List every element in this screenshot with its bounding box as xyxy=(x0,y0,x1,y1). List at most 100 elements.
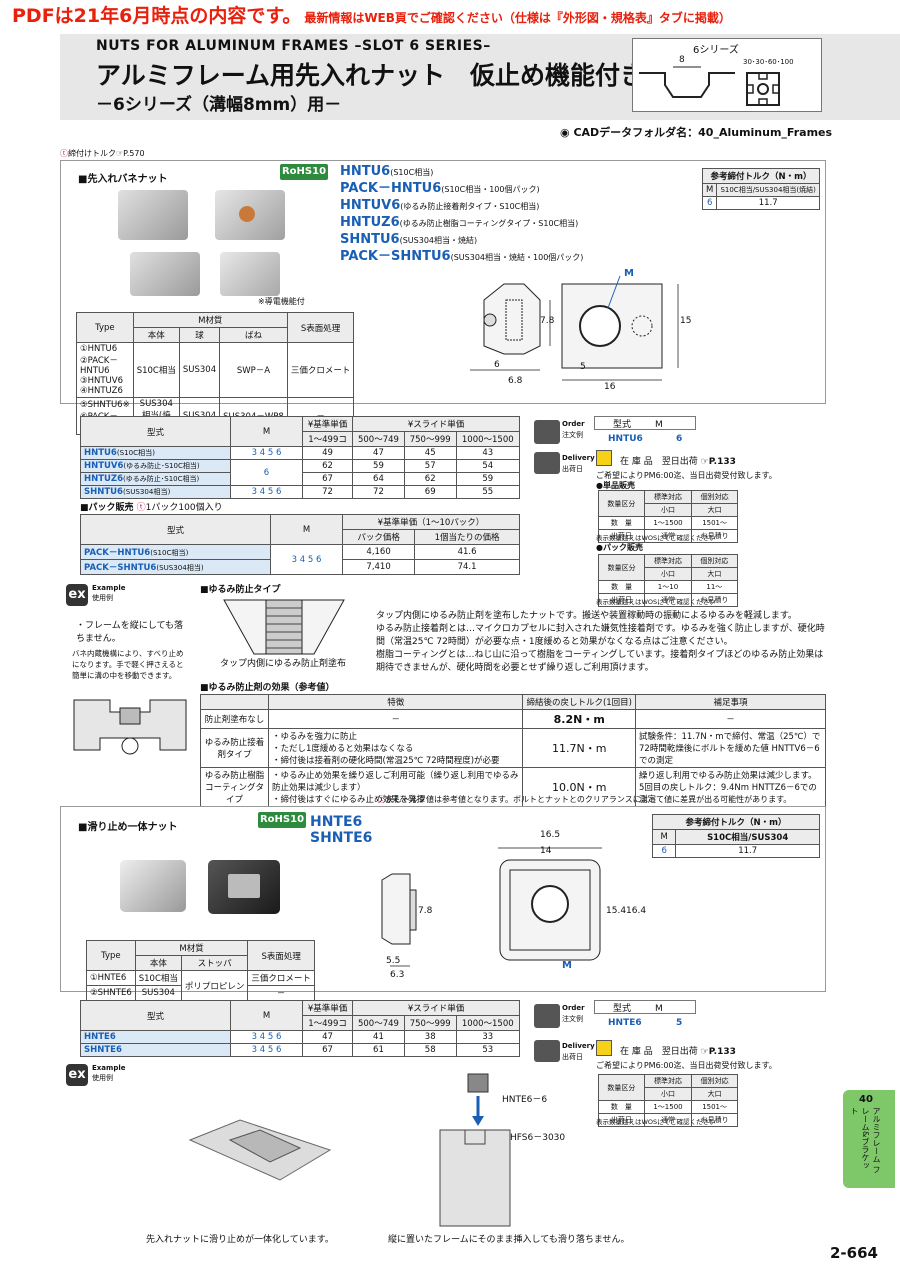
pt2-q: 500～749 xyxy=(352,1015,405,1031)
mt-cell: SUS304 xyxy=(178,342,221,398)
pk-row-code: PACK－SHNTU6(SUS304相当) xyxy=(80,559,271,575)
dim2: 16.4 xyxy=(626,906,647,916)
order2-h-type: 型式 xyxy=(613,1004,632,1014)
ef-feat: － xyxy=(267,709,524,729)
delivery-foot-2: 表示数量超えはWOSにてご確認ください xyxy=(596,598,716,606)
ef-type: ゆるみ防止樹脂コーティングタイプ xyxy=(200,767,269,807)
example-caption-1: 先入れナットに滑り止めが一体化しています。 xyxy=(146,1235,334,1245)
order-jp: 注文例 xyxy=(562,431,583,439)
pt-q: 1～499コ xyxy=(301,431,354,447)
tt-m-val: 6 xyxy=(701,196,718,210)
order2-ex-type: HNTE6 xyxy=(608,1018,642,1028)
pt2-row-m: 3 4 5 6 xyxy=(230,1030,303,1044)
product-name: SHNTE6 xyxy=(310,830,373,846)
delivery-single: ●単品販売 xyxy=(596,481,635,490)
pt-row-m: 6 xyxy=(230,459,303,486)
order2-ex-m: 5 xyxy=(676,1018,683,1028)
dt-cell: お見積り xyxy=(690,593,739,607)
product-name: SHNTU6(SUS304相当・焼結) xyxy=(340,232,478,247)
nut-photo-4 xyxy=(220,252,280,296)
pk-unit: 1個当たりの価格 xyxy=(414,529,520,545)
pt-base: ¥基準単価 xyxy=(301,416,354,432)
pt2-price: 41 xyxy=(352,1030,405,1044)
box-icon xyxy=(596,450,612,466)
delivery-jp: 出荷日 xyxy=(562,465,583,473)
pt2-price: 67 xyxy=(301,1043,354,1057)
mt-cell: SWP－A xyxy=(219,342,288,398)
title-jp: アルミフレーム用先入れナット 仮止め機能付き xyxy=(96,61,646,90)
pt-price: 49 xyxy=(301,446,354,460)
dt-cell: 数 量 xyxy=(597,580,646,594)
dim: 15 xyxy=(680,316,692,326)
pt-price: 67 xyxy=(301,472,354,486)
pt-q: 750～999 xyxy=(403,431,457,447)
mt-surface: S表面処理 xyxy=(286,312,355,343)
delivery-label: Delivery xyxy=(562,454,595,462)
lock-desc-2: ゆるみ防止接着剤とは…マイクロカプセルに封入された嫌気性接着剤です。ゆるみを強く… xyxy=(376,624,825,647)
mt2-cell: ②SHNTE6 xyxy=(86,985,136,1001)
example-jp: 使用例 xyxy=(92,594,113,602)
mt-cell: 三価クロメート xyxy=(286,342,355,398)
dt-h: 数量区分 xyxy=(598,490,645,517)
torque-ref-page: P.570 xyxy=(123,149,145,158)
mt2-cell: 三価クロメート xyxy=(247,970,315,986)
example-photo-2 xyxy=(439,1073,511,1227)
series-label: 6シリーズ xyxy=(693,45,739,56)
pt-price: 59 xyxy=(455,472,521,486)
example-label-2: Example xyxy=(92,1064,126,1072)
pk-price: ¥基準単価（1～10パック） xyxy=(342,514,520,530)
section1-box xyxy=(60,160,826,404)
ef-type: 防止剤塗布なし xyxy=(200,709,269,729)
pk-cell: 74.1 xyxy=(414,559,520,575)
lock-desc-1: タップ内側にゆるみ防止剤を塗布したナットです。搬送や装置稼動時の振動によるゆるみ… xyxy=(376,611,797,621)
pk-type: 型式 xyxy=(80,514,271,545)
nut-photo-1 xyxy=(118,190,188,240)
ef-note: － xyxy=(635,709,826,729)
pt-q: 1000～1500 xyxy=(455,431,521,447)
pt2-price: 38 xyxy=(403,1030,457,1044)
dim-m: M xyxy=(624,268,634,279)
dt-cell: お見積り xyxy=(691,529,738,543)
delivery-stock-2: 在 庫 品 翌日出荷 ☞P.133 xyxy=(620,1047,736,1057)
truck-icon-2 xyxy=(534,1040,560,1062)
pt-type: 型式 xyxy=(80,416,231,447)
example-label-hnte6: HNTE6－6 xyxy=(502,1095,548,1105)
order-label: Order xyxy=(562,420,585,428)
dt-cell: 1501～ xyxy=(691,516,738,530)
pt-price: 43 xyxy=(455,446,521,460)
mt-row-types: ①HNTU6 ②PACK－HNTU6 ③HNTUV6 ④HNTUZ6 xyxy=(76,342,134,398)
pt-slide: ¥スライド単価 xyxy=(352,416,520,432)
tt2-m: M xyxy=(651,829,677,845)
side-tab[interactable]: 40 アルミフレーム フレーム&ブラケット xyxy=(843,1090,895,1188)
tt2-val: 11.7 xyxy=(675,844,820,858)
mt2-cell: － xyxy=(247,985,315,1001)
dt-h: 大口 xyxy=(690,567,739,581)
pt-price: 57 xyxy=(403,459,457,473)
product-name: PACK－HNTU6(S10C相当・100個パック) xyxy=(340,181,540,196)
ef-note: 試験条件：11.7N・mで締付、常温（25℃）で72時間乾燥後にボルトを緩めた値… xyxy=(635,728,826,768)
pt-row-m: 3 4 5 6 xyxy=(230,446,303,460)
phone-icon-2 xyxy=(534,1004,560,1028)
dim: 5 xyxy=(580,362,586,372)
product-name: HNTE6 xyxy=(310,814,363,830)
dt-h: 標準対応 xyxy=(644,554,692,568)
pt-row-code: HNTUV6(ゆるみ防止･S10C相当) xyxy=(80,459,231,473)
cad-folder: ◉ CADデータフォルダ名：40_Aluminum_Frames xyxy=(560,126,833,139)
pt-row-code: HNTUZ6(ゆるみ防止･S10C相当) xyxy=(80,472,231,486)
phone-icon xyxy=(534,420,560,444)
ef-type: ゆるみ防止接着剤タイプ xyxy=(200,728,269,768)
dt-h: 個別対応 xyxy=(690,554,739,568)
nut-photo-shnte6 xyxy=(208,860,280,914)
pt-m: M xyxy=(230,416,303,447)
subtitle-jp: －6シリーズ（溝幅8mm）用－ xyxy=(96,95,342,115)
dim: 6 xyxy=(494,360,500,370)
box-icon-2 xyxy=(596,1040,612,1056)
dt-h: 大口 xyxy=(691,503,738,517)
rohs-badge: RoHS10 xyxy=(280,164,328,180)
pt-row-code: HNTU6(S10C相当) xyxy=(80,446,231,460)
